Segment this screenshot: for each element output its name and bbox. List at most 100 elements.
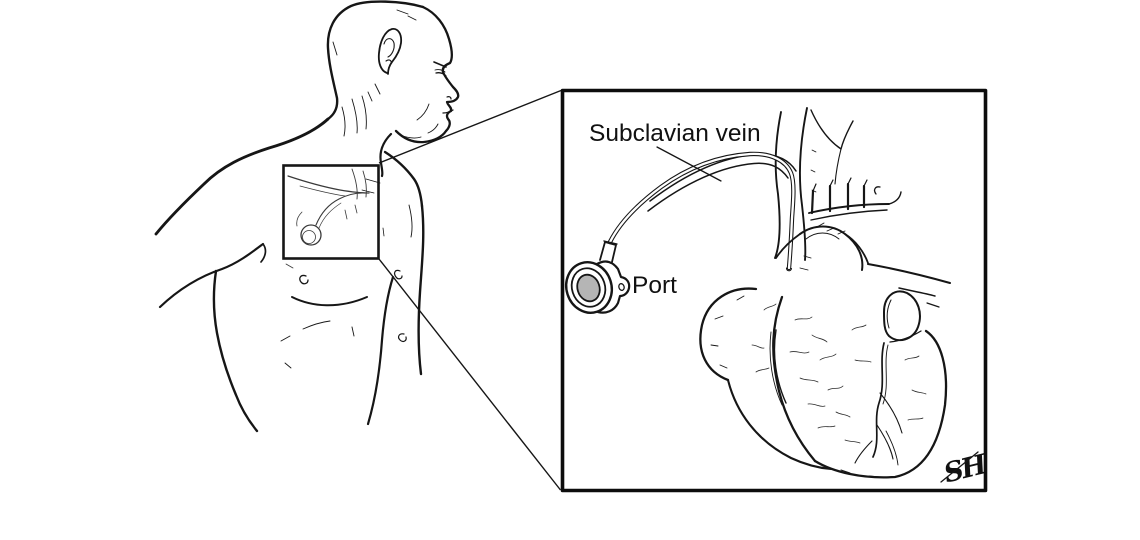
- arch-band-lower: [810, 209, 888, 221]
- catheter-sketch-2: [318, 202, 342, 229]
- neck-hatching: [341, 83, 381, 137]
- right-shoulder: [383, 150, 424, 208]
- arch-band-upper: [808, 203, 890, 214]
- jaw-shadow: [399, 134, 422, 139]
- atrium-dome: [844, 233, 869, 264]
- rca-artery-parallel: [769, 331, 783, 406]
- pulmonary-trunk: [799, 225, 864, 271]
- left-nipple: [299, 274, 309, 285]
- heart-top-left-edge: [775, 233, 801, 259]
- dome-hatches: [799, 222, 846, 271]
- inset-panel: Subclavian vein Port SH: [560, 88, 992, 493]
- signature-flourish: [940, 451, 979, 483]
- ear-inner: [383, 38, 395, 65]
- nostril: [446, 96, 452, 100]
- rca-artery: [773, 329, 787, 404]
- left-shoulder-arm: [154, 117, 330, 236]
- clavicle-region-dashes: [361, 178, 385, 237]
- right-armpit-mark: [394, 269, 403, 280]
- eyebrow: [433, 61, 447, 68]
- head-outline: [326, 0, 425, 121]
- head: [326, 0, 460, 144]
- port-bezel-inner: [570, 267, 607, 308]
- pec-underline: [291, 296, 368, 307]
- clavicle-line-2: [299, 185, 346, 197]
- ear: [377, 28, 403, 75]
- crown-sketch-marks: [332, 9, 417, 56]
- port-device: [564, 240, 631, 314]
- port-bezel-outer: [564, 261, 614, 314]
- port-connector-cap: [603, 240, 618, 245]
- catheter-sketch: [315, 192, 363, 226]
- patient-figure: [154, 0, 460, 433]
- neck-front: [379, 132, 393, 178]
- torso: [154, 117, 425, 433]
- catheter-tip: [785, 267, 793, 272]
- deltoid-sketch: [408, 204, 413, 238]
- right-arm-outer: [417, 204, 425, 376]
- armpit-fold: [260, 243, 267, 263]
- right-pulmonary-vein: [898, 287, 936, 297]
- left-atrial-appendage: [883, 290, 921, 342]
- heart: [699, 222, 951, 479]
- cheek-line: [416, 103, 430, 121]
- zoom-connector-line-bottom: [378, 258, 562, 491]
- lad-branch-small: [885, 430, 899, 466]
- port-septum: [576, 273, 601, 303]
- right-pulmonary-artery: [867, 263, 951, 284]
- heart-bottom-right-border: [813, 329, 948, 479]
- upper-vessels: [810, 109, 854, 150]
- right-heart-border: [772, 295, 817, 463]
- left-underarm: [158, 242, 265, 309]
- scm-muscle-lines: [351, 168, 367, 200]
- vein-wall-inner: [647, 162, 789, 212]
- arch-hook: [888, 191, 902, 205]
- coronary-vessels: [769, 329, 903, 466]
- myocardium-texture: [751, 303, 927, 444]
- laa-groove: [889, 330, 922, 343]
- lad-branches: [854, 392, 903, 464]
- svc-right-wall: [799, 107, 808, 261]
- vein-label-leader-line: [656, 146, 722, 182]
- port-label: Port: [632, 272, 677, 299]
- zoom-connector-line-top: [378, 89, 562, 164]
- branch-c-mark: [873, 186, 881, 195]
- aortic-arch-branches: [808, 177, 902, 221]
- lad-artery: [872, 342, 885, 458]
- face-profile: [394, 5, 460, 144]
- right-atrium-bulge: [699, 287, 758, 382]
- catheter: [607, 151, 796, 272]
- bottom-ticks: [840, 469, 880, 478]
- sketch-ticks: [285, 204, 358, 269]
- superior-vena-cava: [774, 107, 854, 261]
- abdomen-sketch-marks: [280, 320, 355, 369]
- svc-left-wall: [774, 111, 782, 259]
- lad-artery-parallel: [882, 344, 889, 405]
- laa-inner-line: [886, 299, 892, 329]
- mouth-line: [442, 109, 454, 114]
- implanted-port-sketch-inner: [302, 230, 316, 244]
- chest-sketch: [285, 168, 370, 269]
- catheter-tube-lumen: [608, 152, 795, 270]
- torso-left-edge: [212, 269, 259, 433]
- branch-stub-flicks: [812, 177, 868, 192]
- subclavian-vein-label: Subclavian vein: [589, 120, 761, 147]
- innominate-vessel: [834, 148, 842, 185]
- port-body: [595, 260, 631, 314]
- pulmonary-trunk-inner: [805, 232, 840, 240]
- branch-stubs: [810, 182, 866, 215]
- atrium-texture: [710, 295, 745, 369]
- implanted-port-sketch: [300, 224, 322, 246]
- right-nipple: [398, 333, 407, 343]
- eye: [435, 71, 447, 77]
- vessel-dash: [926, 302, 940, 308]
- chin-crease: [427, 123, 439, 134]
- rv-inferior-border: [726, 378, 833, 471]
- chest-roi-box: [282, 164, 380, 260]
- eyelid: [434, 69, 446, 73]
- torso-right-edge: [366, 275, 395, 426]
- inset-border: [560, 88, 988, 493]
- port-connector-stem: [599, 241, 617, 263]
